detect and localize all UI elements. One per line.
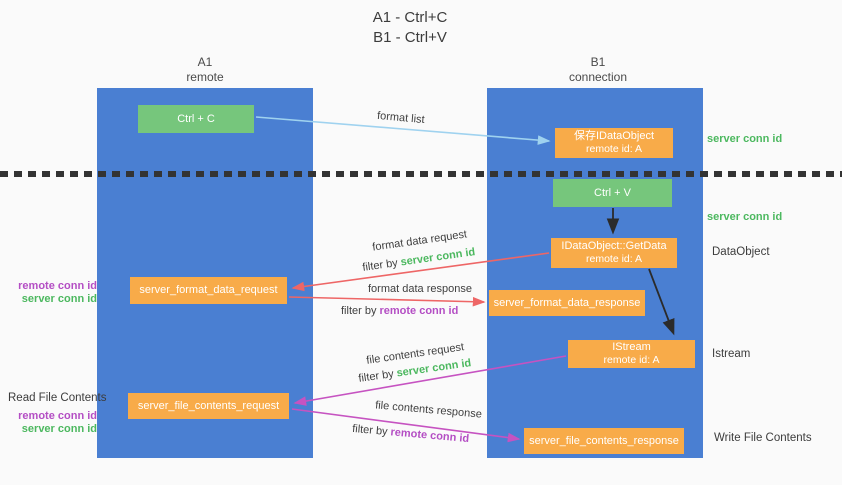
istream-line1: IStream	[612, 341, 651, 353]
idataobject-getdata-node[interactable]: IDataObject::GetData remote id: A	[551, 238, 677, 268]
column-b-name: B1	[590, 55, 606, 69]
save-idataobject-line1: 保存IDataObject	[573, 130, 655, 142]
server-conn-id-annotation-top: server conn id	[707, 133, 783, 145]
format-list-arrow	[255, 116, 551, 145]
ctrl-c-node[interactable]: Ctrl + C	[138, 105, 254, 133]
server-format-data-request-label: server_format_data_request	[139, 284, 278, 296]
istream-line2: remote id: A	[603, 354, 660, 366]
read-file-contents-annotation: Read File Contents	[8, 392, 107, 404]
conn-id-pair-bottom: remote conn id server conn id	[0, 410, 97, 436]
ctrl-c-label: Ctrl + C	[177, 112, 215, 125]
remote-conn-id-text: remote conn id	[379, 305, 459, 317]
getdata-line1: IDataObject::GetData	[561, 240, 667, 252]
server-conn-id-annotation: server conn id	[21, 423, 97, 435]
server-file-contents-response-node[interactable]: server_file_contents_response	[524, 428, 684, 454]
diagram-title: A1 - Ctrl+C B1 - Ctrl+V	[300, 8, 520, 48]
ctrl-v-node[interactable]: Ctrl + V	[553, 179, 672, 207]
file-contents-request-arrow	[293, 355, 567, 406]
save-idataobject-node[interactable]: 保存IDataObject remote id: A	[555, 128, 673, 158]
server-format-data-response-node[interactable]: server_format_data_response	[489, 290, 645, 316]
write-file-contents-annotation: Write File Contents	[714, 432, 812, 444]
column-b-role: connection	[568, 70, 628, 84]
remote-conn-id-annotation: remote conn id	[18, 410, 97, 422]
server-file-contents-request-node[interactable]: server_file_contents_request	[128, 393, 289, 419]
remote-conn-id-annotation: remote conn id	[18, 280, 97, 292]
server-file-contents-response-label: server_file_contents_response	[529, 434, 679, 447]
dataobject-annotation: DataObject	[712, 246, 770, 258]
file-contents-response-arrow	[291, 408, 521, 443]
getdata-to-istream-arrow	[648, 268, 675, 336]
getdata-line2: remote id: A	[585, 253, 643, 265]
server-format-data-request-node[interactable]: server_format_data_request	[130, 277, 287, 304]
ctrl-v-label: Ctrl + V	[594, 186, 631, 199]
filter-by-text: filter by	[341, 305, 377, 317]
server-conn-id-annotation-mid: server conn id	[707, 211, 783, 223]
server-format-data-response-label: server_format_data_response	[493, 296, 641, 309]
format-data-response-label: format data response	[368, 283, 472, 295]
column-a-name: A1	[197, 55, 213, 69]
conn-id-pair-top: remote conn id server conn id	[0, 280, 97, 306]
dotted-separator	[0, 171, 842, 177]
column-a-role: remote	[186, 70, 224, 84]
server-conn-id-annotation: server conn id	[21, 293, 97, 305]
istream-annotation: Istream	[712, 348, 751, 360]
save-idataobject-line2: remote id: A	[585, 143, 643, 155]
format-data-response-arrow	[288, 296, 486, 307]
column-b-header: B1 connection	[518, 55, 678, 85]
format-data-request-arrow	[291, 252, 550, 292]
server-file-contents-request-label: server_file_contents_request	[137, 399, 280, 412]
istream-node[interactable]: IStream remote id: A	[568, 340, 695, 368]
title-line-2: B1 - Ctrl+V	[373, 29, 447, 46]
title-line-1: A1 - Ctrl+C	[372, 9, 448, 26]
column-a-header: A1 remote	[125, 55, 285, 85]
